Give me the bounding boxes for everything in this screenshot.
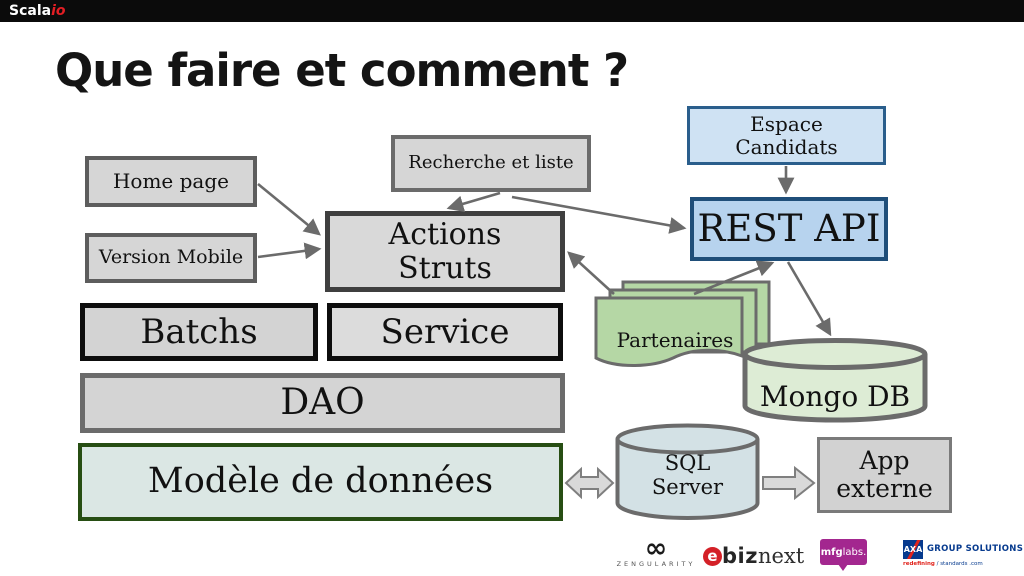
database-cylinder-shape [615,423,760,520]
axa-tagline: redefining / standards .com [903,561,1023,567]
infinity-icon: ∞ [644,533,668,564]
node-version-mobile: Version Mobile [85,233,257,283]
ebiznext-next: next [757,544,805,568]
zengularity-logo: ∞ ZENGULARITY [608,533,704,568]
ebiznext-e-icon: e [703,546,722,566]
scala-logo-text: Scala [9,3,52,19]
zengularity-label: ZENGULARITY [616,560,696,568]
slide-title: Que faire et comment ? [55,44,629,97]
mongo-db-label: Mongo DB [759,380,911,413]
node-modele-de-donnees: Modèle de données [78,443,563,521]
node-app-externe: App externe [817,437,952,513]
node-batchs: Batchs [80,303,318,361]
node-home-page: Home page [85,156,257,207]
scala-io-logo-accent: io [51,3,66,19]
node-recherche-et-liste: Recherche et liste [391,135,591,192]
mfglabs-logo: mfglabs. [820,539,867,571]
mfglabs-light: labs. [842,546,867,558]
ebiznext-biz: biz [722,544,758,568]
node-mongo-db: Mongo DB [742,338,928,424]
node-sql-server: SQL Server [615,423,760,522]
node-rest-api: REST API [690,197,888,261]
sql-server-label: SQL Server [651,451,724,500]
node-partenaires: Partenaires [593,280,773,372]
axa-group-solutions-text: GROUP SOLUTIONS [927,544,1024,555]
node-espace-candidats: Espace Candidats [687,106,886,165]
database-cylinder-shape [742,338,928,423]
axa-text: AXA [903,545,923,554]
double-block-arrow [564,466,615,500]
mfglabs-bold: mfg [820,546,843,558]
node-service: Service [327,303,563,361]
partenaires-label: Partenaires [616,328,734,352]
axa-tagline-red: redefining [903,561,935,567]
axa-square-icon: AXA [903,540,923,559]
axa-group-solutions-logo: AXA GROUP SOLUTIONS redefining / standar… [903,540,1023,567]
speech-bubble-tail [838,564,848,571]
right-block-arrow [762,465,816,501]
node-dao: DAO [80,373,565,433]
node-actions-struts: Actions Struts [325,211,565,292]
axa-tagline-blue: / standards .com [936,561,983,567]
